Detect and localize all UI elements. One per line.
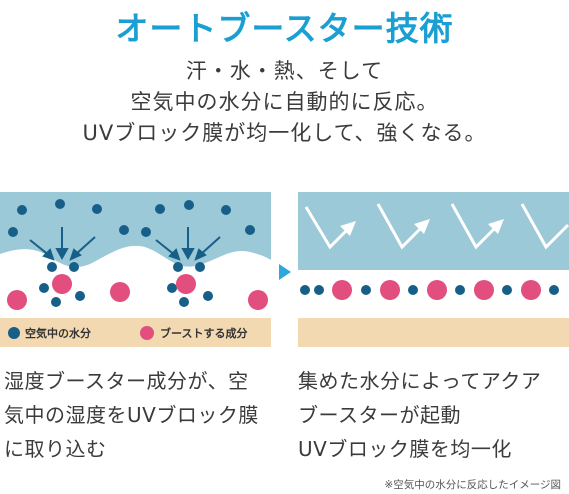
left-convergence-arrows [29, 227, 221, 261]
right-panel-base-band [298, 318, 569, 347]
left-caption-line-3: に取り込む [4, 437, 107, 461]
intro-line-2: 空気中の水分に自動的に反応。 [130, 90, 439, 114]
left-boost-dots [7, 274, 268, 310]
left-panel-base-band [0, 318, 271, 347]
right-caption: 集めた水分によってアクア ブースターが起動 UVブロック膜を均一化 [298, 364, 568, 466]
right-uniform-dots [300, 280, 559, 300]
right-caption-line-3: UVブロック膜を均一化 [298, 437, 512, 461]
page-title: オートブースター技術 [115, 9, 454, 48]
mechanism-diagram: 空気中の水分 ブーストする成分 [0, 192, 569, 347]
uv-reflection-arrowheads [340, 219, 504, 236]
left-caption-line-2: 気中の湿度をUVブロック膜 [4, 403, 259, 427]
left-panel: 空気中の水分 ブーストする成分 [0, 192, 271, 347]
legend: 空気中の水分 ブーストする成分 [8, 326, 247, 340]
right-panel [298, 192, 569, 347]
image-note: ※空気中の水分に反応したイメージ図 [384, 479, 561, 491]
legend-moisture-label: 空気中の水分 [25, 326, 91, 340]
legend-moisture-icon [8, 327, 20, 339]
intro-line-3: UVブロック膜が均一化して、強くなる。 [82, 121, 487, 145]
intro-text: 汗・水・熱、そして 空気中の水分に自動的に反応。 UVブロック膜が均一化して、強… [0, 56, 569, 149]
right-caption-line-2: ブースターが起動 [298, 403, 461, 427]
transition-arrow-icon [279, 264, 291, 280]
left-caption: 湿度ブースター成分が、空 気中の湿度をUVブロック膜 に取り込む [4, 364, 274, 466]
left-moisture-dots [8, 199, 255, 307]
intro-line-1: 汗・水・熱、そして [185, 59, 384, 83]
legend-boost-label: ブーストする成分 [160, 326, 247, 340]
left-caption-line-1: 湿度ブースター成分が、空 [4, 369, 249, 393]
right-caption-line-1: 集めた水分によってアクア [298, 369, 542, 393]
uv-reflection-arrows [304, 203, 569, 250]
legend-boost-icon [140, 326, 154, 340]
